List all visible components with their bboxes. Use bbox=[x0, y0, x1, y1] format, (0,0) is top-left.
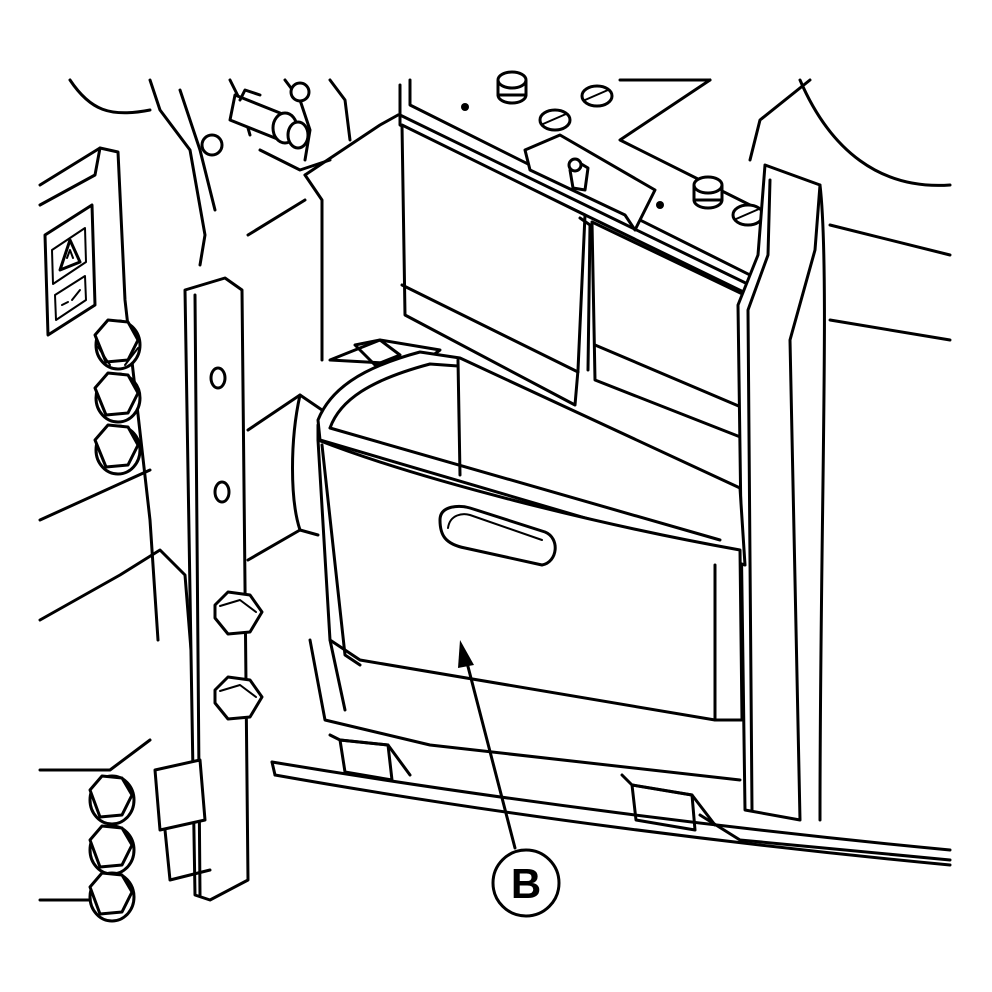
right-pillar bbox=[736, 78, 952, 822]
hex-bolt-icon bbox=[88, 824, 136, 876]
hex-bolt-icon bbox=[88, 774, 136, 826]
top-panel bbox=[398, 70, 812, 302]
callout-leader bbox=[458, 640, 517, 850]
bin-foot bbox=[328, 733, 412, 782]
hex-bolt-icon bbox=[93, 371, 142, 424]
hex-bolt-icon bbox=[93, 318, 142, 371]
floor-trim bbox=[270, 760, 952, 867]
knob-icon bbox=[496, 70, 528, 105]
filter-panel-left bbox=[400, 123, 592, 407]
mounting-plate bbox=[153, 276, 264, 902]
bin-foot bbox=[620, 773, 717, 832]
hex-bolt-icon bbox=[88, 871, 136, 923]
left-bracket bbox=[38, 146, 197, 902]
hose-fitting bbox=[200, 81, 311, 157]
screw-icon bbox=[580, 84, 614, 108]
center-housing bbox=[246, 113, 400, 562]
bolt-column-left bbox=[88, 318, 142, 923]
hex-bolt-icon bbox=[213, 590, 264, 636]
screw-icon bbox=[731, 203, 765, 227]
hex-bolt-icon bbox=[213, 675, 264, 721]
screw-icon bbox=[538, 108, 572, 132]
callout-label: B bbox=[511, 860, 541, 907]
retaining-clip bbox=[523, 133, 657, 232]
storage-bin bbox=[308, 338, 747, 832]
warning-decal bbox=[43, 203, 97, 337]
circle-callout-icon: B bbox=[491, 848, 561, 918]
hex-bolt-icon bbox=[93, 423, 142, 476]
knob-icon bbox=[692, 175, 724, 210]
